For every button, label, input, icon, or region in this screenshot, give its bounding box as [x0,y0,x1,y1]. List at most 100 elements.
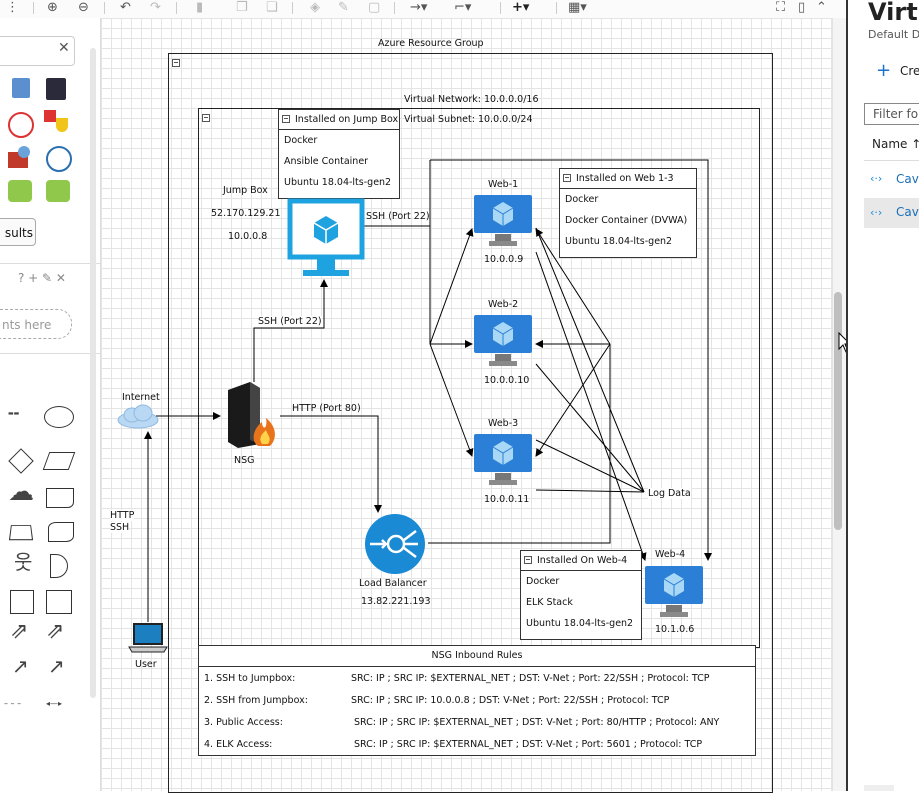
delete-icon[interactable]: ▮ [196,0,204,15]
nsg-to-lb-arrow [280,415,382,513]
jumpbox-installed-box[interactable]: Installed on Jump Box Docker Ansible Con… [278,109,400,199]
web3-vm-icon[interactable] [473,433,533,487]
rule-detail: SRC: IP ; SRC IP: $EXTERNAL_NET ; DST: V… [354,739,703,750]
list-item-label: Cave [896,205,919,219]
connection-icon[interactable]: →▾ [410,0,428,15]
subnet-title: Virtual Subnet: 10.0.0.0/24 [404,114,533,125]
nsg-rules-table[interactable]: NSG Inbound Rules 1. SSH to Jumpbox: SRC… [198,645,756,756]
to-front-icon[interactable]: ❐ [236,0,248,15]
lb-to-web3-arrow [535,343,611,457]
jumpbox-installed-item: Ansible Container [284,156,369,167]
undo-icon[interactable]: ↶ [120,0,131,15]
line-color-icon[interactable]: ✎ [338,0,349,15]
redo-icon[interactable]: ↷ [150,0,161,15]
table-icon[interactable]: ▦▾ [568,0,587,15]
globe-icon[interactable] [18,146,30,158]
clear-search-icon[interactable]: ✕ [58,40,70,56]
user-laptop-icon[interactable] [128,621,168,655]
lb-name: Load Balancer [359,578,427,589]
nsg-firewall-icon[interactable] [220,380,282,450]
elk-installed-title: Installed On Web-4 [537,555,628,566]
lb-ip: 13.82.221.193 [361,596,431,607]
security-shield-icon[interactable] [56,118,68,132]
green-grid-icon[interactable] [46,180,70,202]
load-balancer-icon[interactable] [362,513,428,575]
scratchpad-tools[interactable]: ? + ✎ ✕ [18,271,66,285]
web2-log-line [535,363,645,493]
document-shape-icon[interactable] [46,488,74,508]
ellipse-shape-icon[interactable] [44,406,74,428]
web1-vm-icon[interactable] [473,194,533,248]
bidirectional-line-shape-icon[interactable]: ↗ [12,654,29,678]
format-icon[interactable]: ⋮ [6,0,19,15]
shadow-icon[interactable]: ▢ [368,0,381,15]
azure-firewall-icon[interactable] [12,78,30,98]
heading-shape-icon[interactable]: ▬▬ [8,410,20,417]
list-item-selected[interactable]: ‹·› Cave [864,198,919,228]
firewall-red-icon[interactable] [44,110,56,122]
collapse-icon[interactable] [172,59,180,67]
format-panel-icon[interactable]: ▯ [798,0,806,15]
list-item[interactable]: ‹·› Cave [864,166,919,194]
nsg-label: NSG [234,455,255,466]
vnet-icon: ‹·› [870,206,883,219]
insert-icon[interactable]: +▾ [512,0,530,15]
azure-vault-icon[interactable] [46,78,66,100]
zoom-out-icon[interactable]: ⊖ [78,0,89,15]
user-protocol-ssh: SSH [110,522,130,533]
waypoints-icon[interactable]: ⌐▾ [454,0,472,15]
directional-line-shape-icon[interactable]: ↗ [48,654,65,678]
elk-installed-item: ELK Stack [526,597,573,608]
green-table-icon[interactable] [8,180,32,202]
tape-shape-icon[interactable] [48,522,74,542]
firewall-shield-icon[interactable] [8,112,34,138]
collapse-icon[interactable] [282,115,290,123]
double-arrow-shape-icon[interactable]: ⇗ [10,619,29,644]
ssh-jump-label: SSH (Port 22) [366,211,430,222]
vnet-title: Virtual Network: 10.0.0.0/16 [404,94,539,105]
elk-installed-box[interactable]: Installed On Web-4 Docker ELK Stack Ubun… [520,550,642,640]
canvas-scrollbar-thumb[interactable] [834,292,842,530]
internet-cloud-icon[interactable] [116,404,160,430]
collapse-icon[interactable] [202,114,210,122]
web1-log-arrow [535,251,647,561]
block-arrow-shape-icon[interactable]: ⇗ [46,619,65,644]
show-results-button[interactable]: sults [0,218,36,246]
jumpbox-public-ip: 52.170.129.21 [211,208,281,219]
to-back-icon[interactable]: ❏ [266,0,278,15]
web-installed-box[interactable]: Installed on Web 1-3 Docker Docker Conta… [559,168,697,258]
internal-storage-shape-icon[interactable] [10,590,34,614]
http-label: HTTP (Port 80) [292,403,361,414]
scratchpad-drop-area[interactable]: nts here [0,309,72,339]
create-button[interactable]: Cre [900,64,919,78]
web3-name: Web-3 [488,418,519,429]
collapse-icon[interactable] [524,556,532,564]
actor-shape-icon[interactable]: 웃 [14,550,33,574]
container-shape-icon[interactable] [46,590,72,614]
search-input[interactable] [0,36,75,66]
panel-footer [864,785,894,791]
shapes-scrollbar[interactable] [90,48,96,698]
web2-vm-icon[interactable] [473,314,533,368]
web4-vm-icon[interactable] [644,565,704,619]
elk-installed-item: Ubuntu 18.04-lts-gen2 [526,618,634,629]
fullscreen-icon[interactable]: ⛶ [776,0,786,15]
jumpbox-monitor-icon[interactable] [287,198,365,280]
dashed-line-shape-icon[interactable]: – – – [4,699,22,708]
nsg-to-jumpbox-arrow [253,279,328,382]
create-plus-icon[interactable]: + [876,60,892,81]
jumpbox-private-ip: 10.0.0.8 [228,231,268,242]
name-column-header[interactable]: Name ↑ [872,137,919,151]
collapse-icon[interactable]: ⌃ [816,0,827,15]
delay-shape-icon[interactable] [50,554,68,578]
log-data-label: Log Data [648,488,691,499]
filter-input[interactable]: Filter for [864,103,919,125]
network-globe-icon[interactable] [46,146,72,172]
collapse-icon[interactable] [563,174,571,182]
portal-subtitle: Default Di [868,28,919,41]
connector-shape-icon[interactable]: ◂—▸ [46,699,63,708]
fill-color-icon[interactable]: ◈ [310,0,320,15]
zoom-in-icon[interactable]: ⊕ [47,0,58,15]
vnet-icon: ‹·› [870,172,883,185]
jumpbox-installed-item: Docker [284,135,318,146]
